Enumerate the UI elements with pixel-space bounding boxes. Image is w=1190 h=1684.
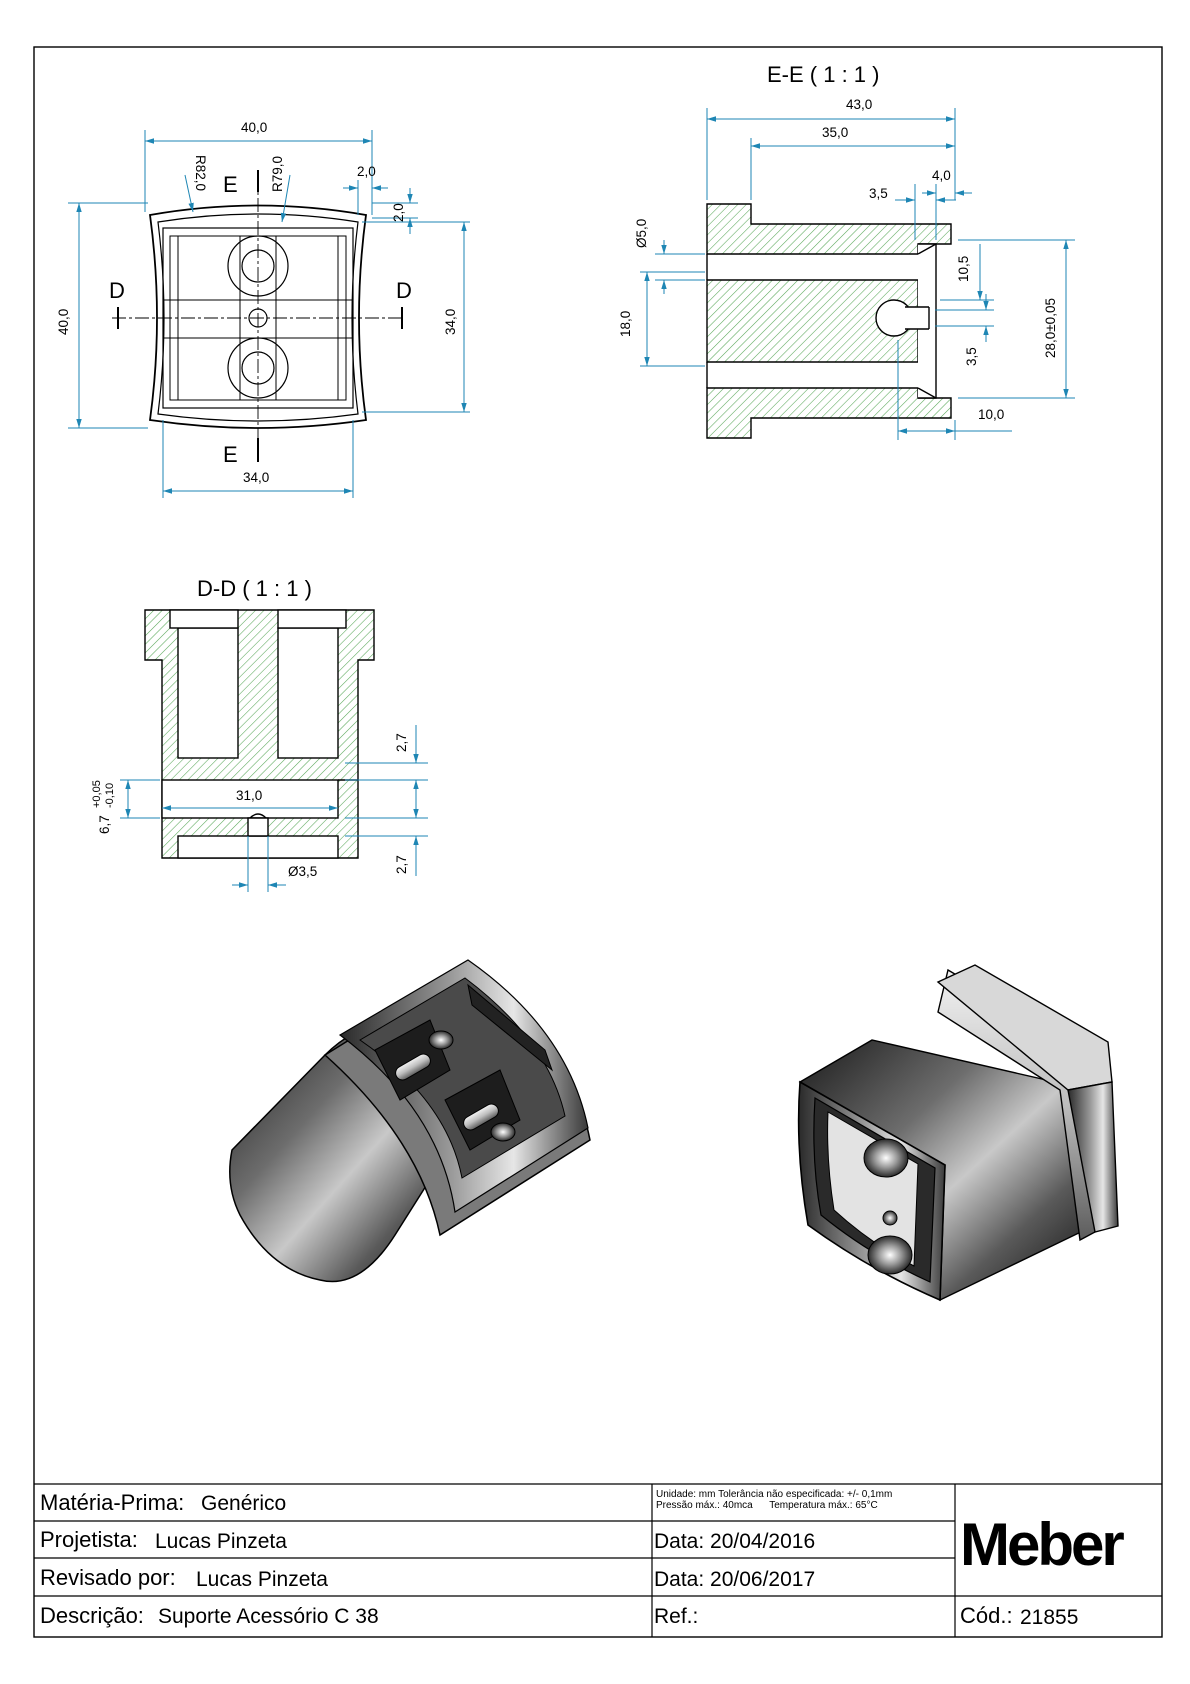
section-ee-dimensions — [640, 108, 1075, 440]
ee-upper-wall — [706, 203, 952, 255]
dim-ee-depth: 10,0 — [978, 407, 1004, 422]
section-label-e-top: E — [223, 172, 238, 197]
section-dd-view — [144, 609, 375, 859]
dim-dd-hole-dia: Ø3,5 — [288, 864, 317, 879]
reviewer-value: Lucas Pinzeta — [196, 1568, 328, 1591]
notes-line-2: Pressão máx.: 40mca Temperatura máx.: 65… — [656, 1500, 878, 1511]
dim-ee-offset: 10,5 — [956, 256, 971, 282]
front-view — [112, 170, 404, 462]
dim-ee-overall: 43,0 — [846, 97, 872, 112]
dim-front-height: 40,0 — [56, 309, 71, 335]
render-iso-right — [797, 964, 1119, 1302]
date-reviewed: Data: 20/06/2017 — [654, 1568, 816, 1591]
section-dd-title: D-D ( 1 : 1 ) — [197, 576, 312, 601]
front-dimensions — [68, 130, 470, 498]
dim-dd-tol-plus: +0,05 — [91, 780, 103, 808]
section-ee-title: E-E ( 1 : 1 ) — [767, 62, 879, 87]
section-label-d-right: D — [396, 278, 412, 303]
render-hole-2 — [882, 1210, 898, 1226]
section-label-d-left: D — [109, 278, 125, 303]
front-outer-outline — [148, 204, 368, 429]
date-designed: Data: 20/04/2016 — [654, 1530, 816, 1553]
dim-front-inner-w: 34,0 — [243, 470, 269, 485]
description-label: Descrição: — [40, 1603, 144, 1628]
dim-dd-tol-minus: -0,10 — [104, 783, 116, 808]
ref-label: Ref.: — [654, 1605, 699, 1628]
dim-dd-wall-bot: 2,7 — [394, 855, 409, 874]
section-ee-view — [706, 203, 952, 439]
description-value: Suporte Acessório C 38 — [158, 1605, 379, 1628]
render-hole-3 — [867, 1235, 913, 1275]
dim-front-step-x: 2,0 — [357, 164, 376, 179]
dim-ee-height: 28,0±0,05 — [1043, 298, 1058, 358]
notes-line-1: Unidade: mm Tolerância não especificada:… — [656, 1489, 893, 1500]
section-label-e-bottom: E — [223, 442, 238, 467]
code-value: 21855 — [1020, 1606, 1079, 1629]
dd-pocket-right — [277, 627, 339, 759]
section-ee-dim-text: 43,0 35,0 4,0 3,5 Ø5,0 18,0 10,5 28,0±0,… — [618, 97, 1058, 422]
dim-ee-flange: 4,0 — [932, 168, 951, 183]
company-logo: Meber — [960, 1511, 1125, 1578]
dim-ee-bore-dia: Ø5,0 — [634, 219, 649, 248]
dim-front-step-y: 2,0 — [391, 203, 406, 222]
dd-pocket-left — [177, 627, 239, 759]
front-section-labels: E E D D — [109, 172, 412, 467]
section-dd-dimensions — [120, 725, 428, 892]
dim-ee-body: 35,0 — [822, 125, 848, 140]
render-hole-1 — [863, 1138, 909, 1178]
dim-ee-slot: 3,5 — [869, 186, 888, 201]
dim-ee-bore-h: 18,0 — [618, 311, 633, 337]
reviewer-label: Revisado por: — [40, 1565, 176, 1590]
code-label: Cód.: — [960, 1603, 1013, 1628]
designer-value: Lucas Pinzeta — [155, 1530, 287, 1553]
dim-dd-tol-main: 6,7 — [97, 815, 112, 834]
dim-ee-slot-w: 3,5 — [964, 347, 979, 366]
front-dim-text: 40,0 40,0 34,0 34,0 2,0 2,0 R82,0 R79,0 — [56, 120, 458, 485]
render-iso-left — [229, 959, 591, 1283]
material-value: Genérico — [201, 1492, 287, 1515]
dim-dd-wall-top: 2,7 — [394, 733, 409, 752]
title-block — [34, 1483, 1162, 1637]
dim-front-width: 40,0 — [241, 120, 267, 135]
dim-front-r-outer: R82,0 — [193, 155, 208, 191]
sheet-border — [33, 46, 1163, 1638]
dim-front-r-inner: R79,0 — [270, 156, 285, 192]
dim-front-inner-h: 34,0 — [443, 309, 458, 335]
dim-dd-inner-w: 31,0 — [236, 788, 262, 803]
designer-label: Projetista: — [40, 1527, 138, 1552]
material-label: Matéria-Prima: — [40, 1490, 185, 1515]
section-dd-dim-text: 2,7 2,7 31,0 Ø3,5 6,7 +0,05 -0,10 — [91, 733, 409, 879]
